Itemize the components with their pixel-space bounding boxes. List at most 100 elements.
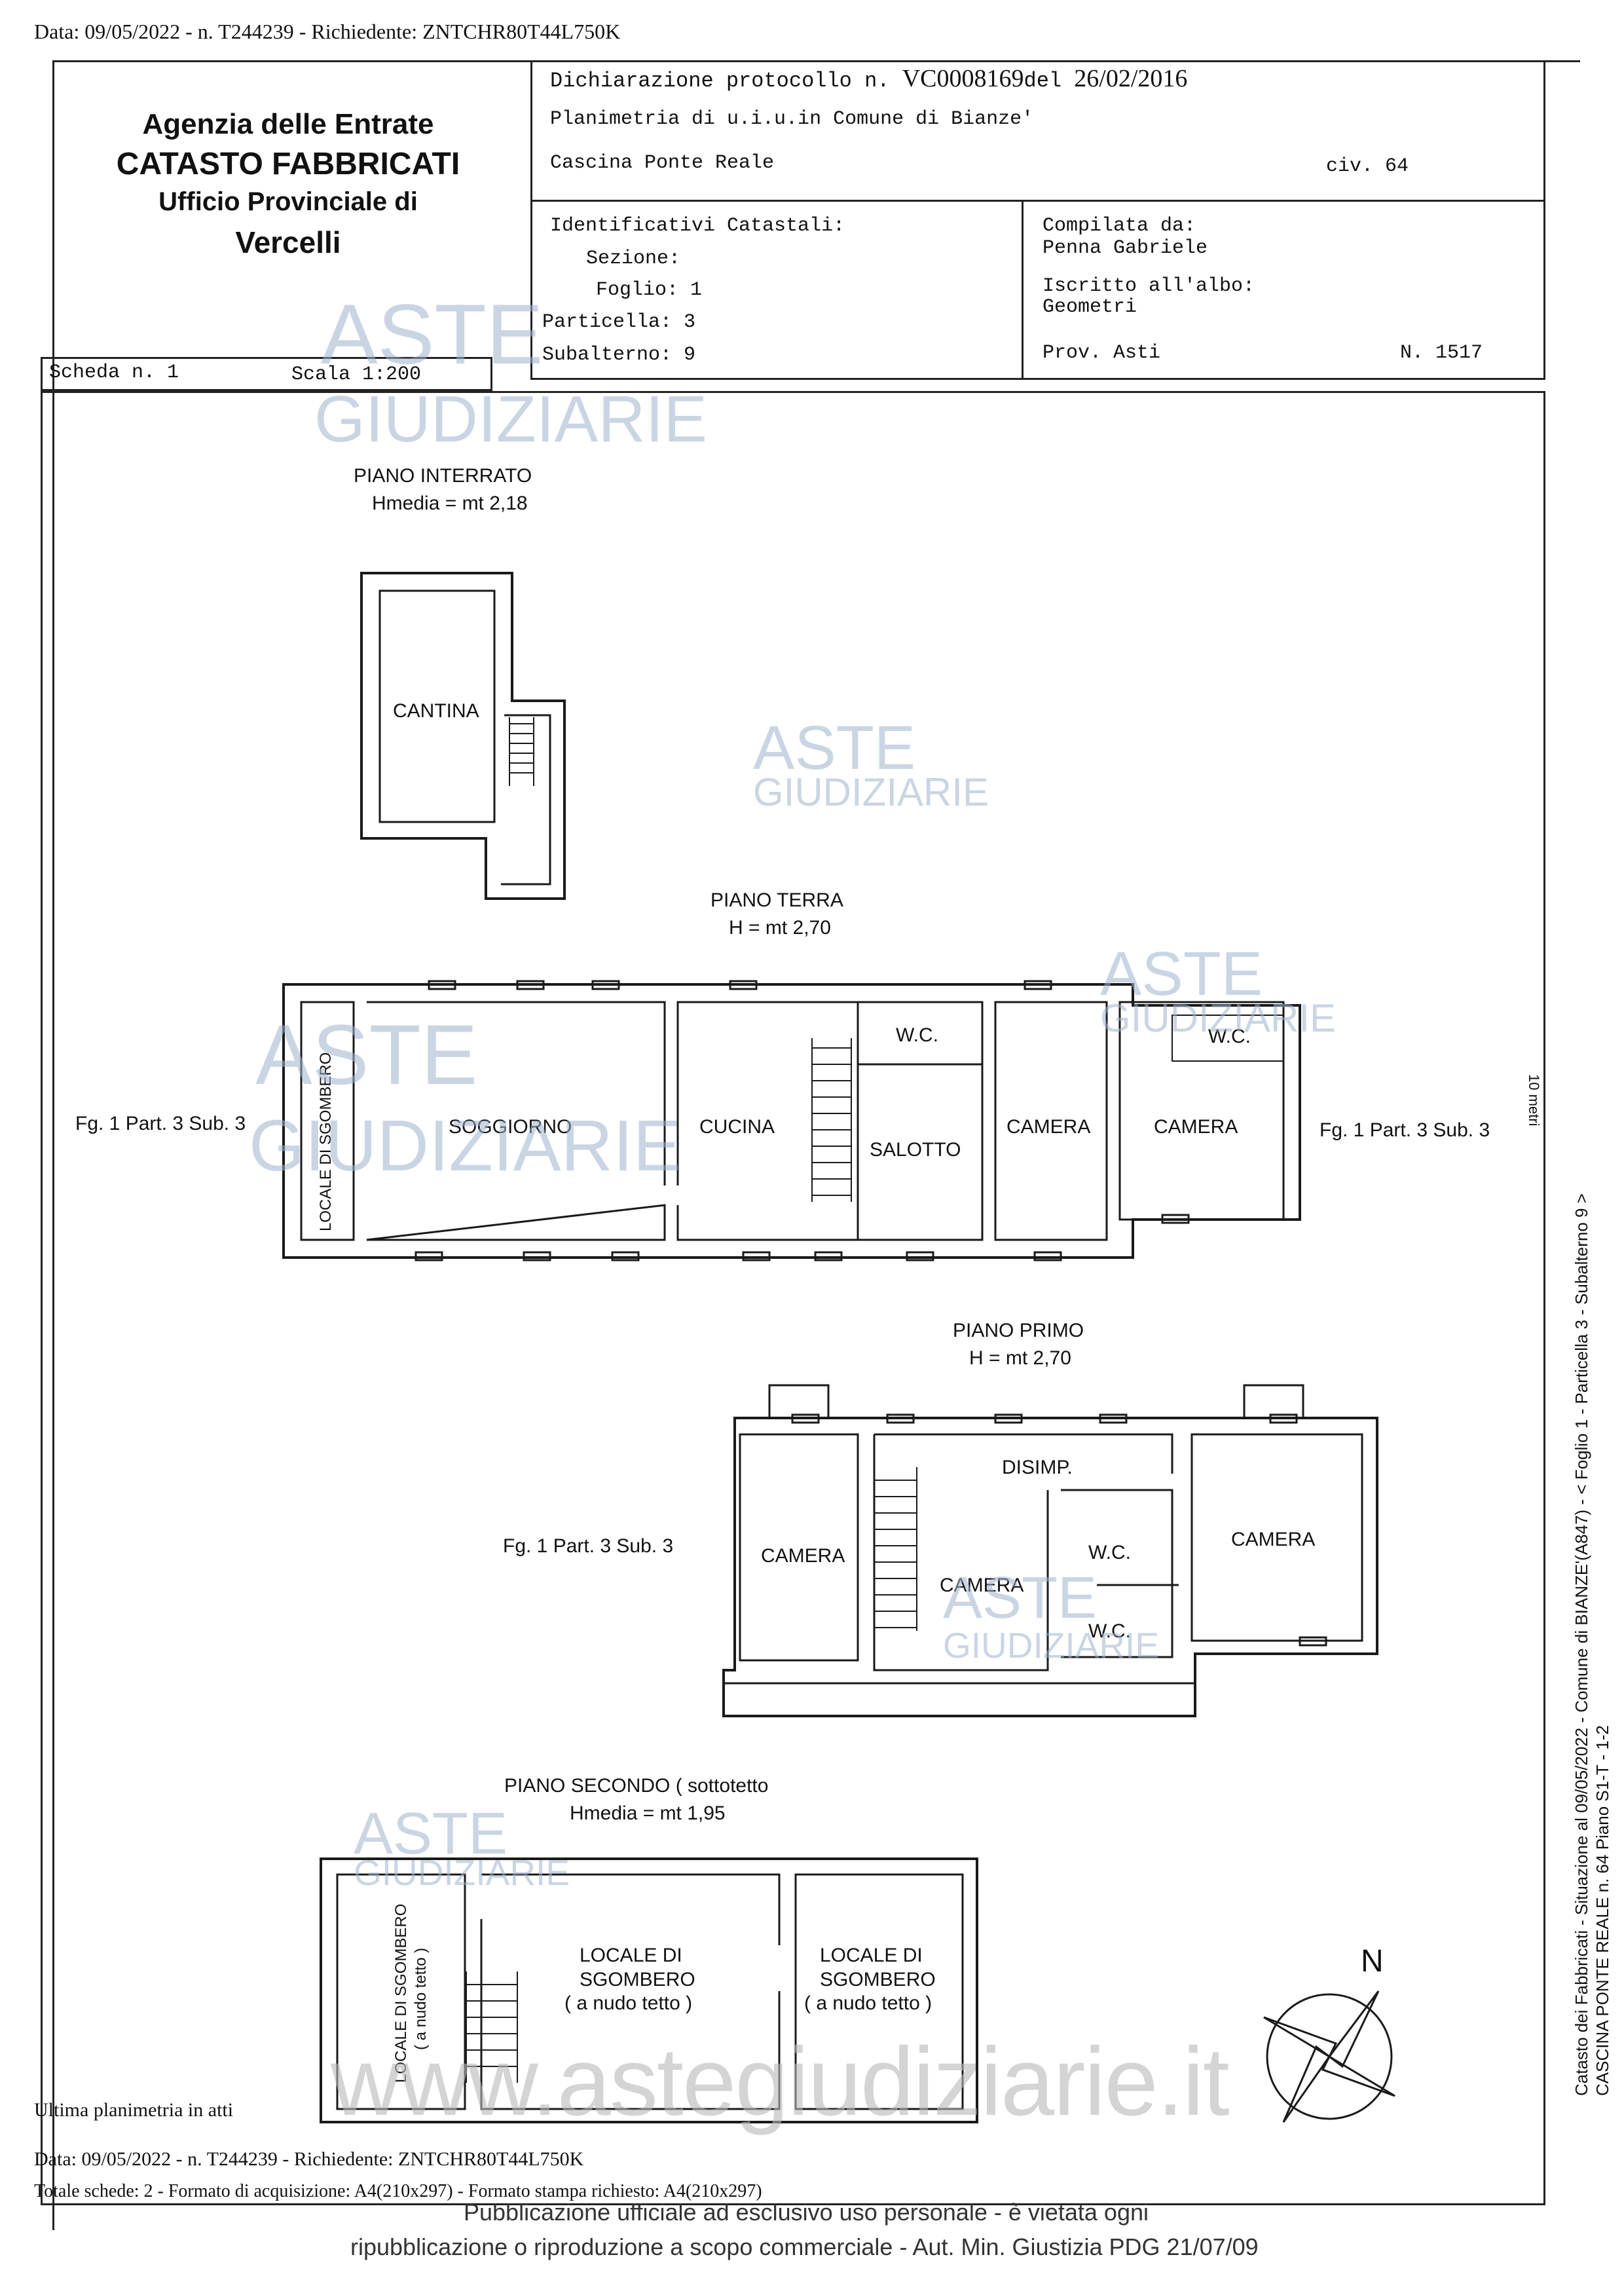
declaration-box <box>530 60 1545 380</box>
declaration-number: VC0008169 <box>902 65 1024 92</box>
compiler-albo: Iscritto all'albo: <box>1043 275 1255 297</box>
plan-primo <box>722 1384 1378 1717</box>
plan-terra <box>282 983 1301 1259</box>
room-sgombero-left-2: ( a nudo tetto ) <box>412 1948 430 2050</box>
secondo-height: Hmedia = mt 1,95 <box>570 1802 726 1824</box>
room-sgombero-mid-3: ( a nudo tetto ) <box>564 1992 692 2014</box>
room-soggiorno: SOGGIORNO <box>449 1116 572 1138</box>
room-sgombero-left-1: LOCALE DI SGOMBERO <box>392 1904 410 2083</box>
interrato-title: PIANO INTERRATO <box>354 465 532 487</box>
primo-height: H = mt 2,70 <box>969 1347 1071 1369</box>
agency-block: Agenzia delle Entrate CATASTO FABBRICATI… <box>79 108 498 260</box>
id-subalterno: Subalterno: 9 <box>542 344 696 366</box>
address-line: Cascina Ponte Reale <box>550 152 775 174</box>
watermark-giudiziarie-2: GIUDIZIARIE <box>753 770 989 814</box>
room-cantina: CANTINA <box>393 700 479 722</box>
room-wc-terra: W.C. <box>896 1024 938 1046</box>
room-cucina: CUCINA <box>699 1116 775 1138</box>
watermark-giudiziarie-5: GIUDIZIARIE <box>943 1625 1160 1666</box>
room-salotto: SALOTTO <box>870 1139 961 1161</box>
plan-secondo <box>320 1857 978 2123</box>
room-wc-terra-2: W.C. <box>1208 1026 1251 1047</box>
agency-name: Agenzia delle Entrate <box>142 108 434 140</box>
id-foglio: Foglio: 1 <box>596 279 703 301</box>
declaration-date: 26/02/2016 <box>1074 65 1188 92</box>
room-camera-primo-3: CAMERA <box>1231 1529 1315 1550</box>
compiler-profession: Geometri <box>1043 296 1137 318</box>
primo-stair <box>874 1467 917 1631</box>
terra-title: PIANO TERRA <box>710 889 843 911</box>
id-particella: Particella: 3 <box>542 311 696 333</box>
declaration-label: Dichiarazione protocollo n. <box>550 69 890 93</box>
footer-last-plan: Ultima planimetria in atti <box>34 2099 234 2121</box>
watermark-aste-2: ASTE <box>753 713 916 783</box>
side-catasto-text: Catasto dei Fabbricati - Situazione al 0… <box>1572 1193 1591 2096</box>
terra-height: H = mt 2,70 <box>729 917 831 939</box>
room-sgombero-right-1: LOCALE DI <box>820 1945 923 1966</box>
plan-interrato <box>360 572 566 900</box>
secondo-title: PIANO SECONDO ( sottotetto <box>504 1775 769 1797</box>
terra-stair <box>811 1038 852 1202</box>
room-camera-primo-2: CAMERA <box>940 1575 1024 1596</box>
room-camera-terra-1: CAMERA <box>1006 1116 1090 1138</box>
compiler-label: Compilata da: <box>1043 215 1196 237</box>
compiler-num: N. 1517 <box>1400 342 1483 364</box>
plan-line: Planimetria di u.i.u.in Comune di Bianze… <box>550 108 1034 130</box>
room-wc-primo-1: W.C. <box>1088 1542 1131 1563</box>
footer-totale: Totale schede: 2 - Formato di acquisizio… <box>34 2181 762 2201</box>
compiler-name: Penna Gabriele <box>1043 237 1208 259</box>
room-sgombero-mid-2: SGOMBERO <box>580 1969 695 1990</box>
terra-right-ref: Fg. 1 Part. 3 Sub. 3 <box>1320 1119 1490 1141</box>
scheda-box <box>41 357 492 391</box>
declaration-divider <box>530 200 1545 202</box>
scale-bar-label: 10 metri <box>1526 1074 1542 1127</box>
watermark-aste-5: ASTE <box>943 1565 1098 1631</box>
room-locale-sgombero-terra: LOCALE DI SGOMBERO <box>317 1053 335 1231</box>
compass-north: N <box>1361 1944 1384 1979</box>
room-disimp: DISIMP. <box>1002 1457 1073 1478</box>
room-camera-primo-1: CAMERA <box>761 1545 845 1567</box>
agency-city: Vercelli <box>235 225 341 259</box>
scheda-scale: Scala 1:200 <box>291 364 422 386</box>
primo-windows <box>791 1413 1327 1647</box>
watermark-aste-3: ASTE <box>255 1007 478 1102</box>
watermark-giudiziarie-3: GIUDIZIARIE <box>249 1106 682 1186</box>
identifiers-title: Identificativi Catastali: <box>550 215 845 237</box>
primo-left-ref: Fg. 1 Part. 3 Sub. 3 <box>503 1535 673 1557</box>
footer-data: Data: 09/05/2022 - n. T244239 - Richiede… <box>34 2148 584 2170</box>
watermark-url: www.astegiudiziarie.it <box>331 2028 1230 2136</box>
footer-pub-1: Pubblicazione ufficiale ad esclusivo uso… <box>464 2199 1149 2226</box>
watermark-aste-1: ASTE <box>321 286 544 382</box>
terra-windows <box>415 980 1190 1261</box>
watermark-giudiziarie-4: GIUDIZIARIE <box>1100 996 1337 1040</box>
room-camera-terra-2: CAMERA <box>1154 1116 1238 1138</box>
watermark-giudiziarie-6: GIUDIZIARIE <box>354 1852 570 1893</box>
id-sezione: Sezione: <box>586 248 681 270</box>
compiler-prov: Prov. Asti <box>1043 342 1161 364</box>
agency-dept: CATASTO FABBRICATI <box>116 147 460 181</box>
header-line: Data: 09/05/2022 - n. T244239 - Richiede… <box>34 20 621 43</box>
room-sgombero-right-3: ( a nudo tetto ) <box>804 1992 932 2014</box>
footer-pub-2: ripubblicazione o riproduzione a scopo c… <box>350 2233 1259 2260</box>
scheda-number: Scheda n. 1 <box>49 362 179 384</box>
terra-left-ref: Fg. 1 Part. 3 Sub. 3 <box>75 1113 246 1134</box>
cantina-stair <box>509 717 534 786</box>
watermark-giudiziarie-1: GIUDIZIARIE <box>314 382 708 456</box>
watermark-aste-6: ASTE <box>354 1801 508 1867</box>
room-labels: CANTINA SOGGIORNO CUCINA W.C. SALOTTO CA… <box>75 700 1490 2083</box>
declaration-line: Dichiarazione protocollo n. VC0008169del… <box>550 64 1187 93</box>
compass-icon <box>1263 1990 1395 2123</box>
room-wc-primo-2: W.C. <box>1088 1620 1131 1642</box>
secondo-stair <box>466 1971 518 2083</box>
interrato-height: Hmedia = mt 2,18 <box>372 493 528 514</box>
primo-title: PIANO PRIMO <box>953 1320 1084 1341</box>
declaration-vdivider <box>1022 200 1024 380</box>
watermark-aste-4: ASTE <box>1100 939 1263 1009</box>
room-sgombero-right-2: SGOMBERO <box>820 1969 936 1990</box>
declaration-del: del <box>1024 69 1062 93</box>
civ-number: civ. 64 <box>1326 155 1409 177</box>
side-address-text: CASCINA PONTE REALE n. 64 Piano S1-T - 1… <box>1593 1725 1612 2096</box>
drawing-box <box>41 391 1545 2205</box>
room-sgombero-mid-1: LOCALE DI <box>580 1945 682 1966</box>
